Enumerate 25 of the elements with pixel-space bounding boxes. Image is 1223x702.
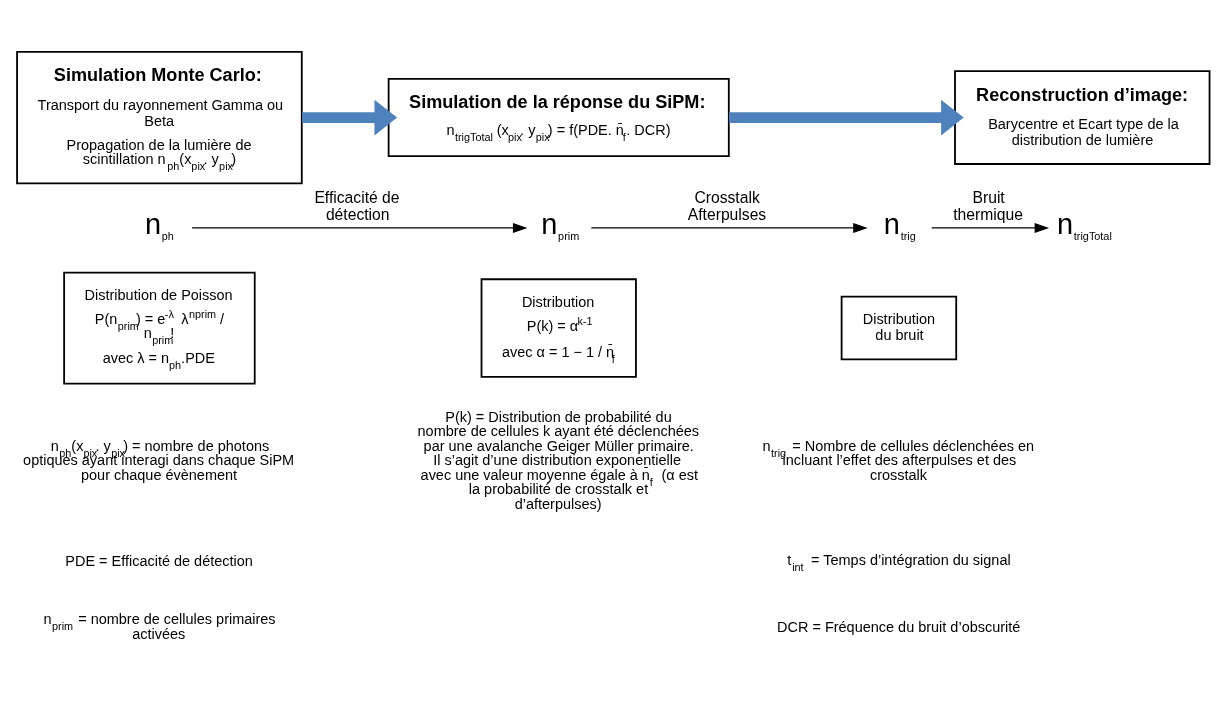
arrow	[931, 222, 1050, 234]
label: n$_{trig}$ = Nombre de cellules déclenchées en incluant l’effet des afterpulses et des crosstalk	[762, 437, 1035, 483]
arrow	[590, 222, 868, 234]
label: n$_{ph}$(x$_{pix}$. y$_{pix}$) = nombre de photons optiques ayant interagi dans chaque SiPM pour chaque évènement	[23, 437, 295, 483]
arrow	[302, 99, 398, 136]
node-box: Distribution P(k) = α$^{k-1}$ avec α = 1 − 1 / n̄$_{f}$	[480, 278, 637, 378]
node-box: Distribution de Poisson P(n$_{prim}$) = e$^{-λ}$ λ$^{nprim}$ / n$_{prim}$! avec λ = n$_{ph}$.PDE	[63, 271, 256, 385]
node-text: n$_{trig}$	[883, 208, 916, 243]
arrow	[191, 222, 528, 234]
node-box: Simulation Monte Carlo: Transport du rayonnement Gamma ou Beta Propagation de la lumière de scintillation n$_{ph}$(x$_{pix}$. y$_{pix}$)	[16, 50, 303, 185]
label: t$_{int}$ = Temps d’intégration du signal	[787, 551, 1011, 573]
node-box: Simulation de la réponse du SiPM: n$_{trigTotal}$ (x$_{pix}$. y$_{pix}$) = f(PDE. n̄$_{f}$. DCR)	[387, 78, 730, 158]
node-box: Reconstruction d’image: Barycentre et Ecart type de la distribution de lumière	[954, 70, 1211, 165]
node-text: n$_{trigTotal}$	[1056, 208, 1112, 243]
node-text: n$_{prim}$	[541, 208, 580, 243]
node-text: n$_{ph}$	[144, 208, 174, 243]
label: n$_{prim}$ = nombre de cellules primaires activées	[43, 611, 276, 642]
label: P(k) = Distribution de probabilité du nombre de cellules k ayant été déclenchées par une avalanche Geiger Müller primaire. Il s’agit d’une distribution exponentielle avec une valeur moyenne égale à n̄$_{f}$ (α est la probabilité de crosstalk et d’afterpulses)	[417, 408, 700, 512]
edge-label: Efficacité de détection	[314, 189, 400, 223]
node-box: Distribution du bruit	[840, 295, 958, 361]
arrow	[728, 99, 964, 136]
label: PDE = Efficacité de détection	[65, 552, 253, 569]
edge-label: Crosstalk Afterpulses	[687, 189, 767, 223]
edge-label: Bruit thermique	[953, 189, 1023, 223]
label: DCR = Fréquence du bruit d’obscurité	[777, 619, 1021, 636]
